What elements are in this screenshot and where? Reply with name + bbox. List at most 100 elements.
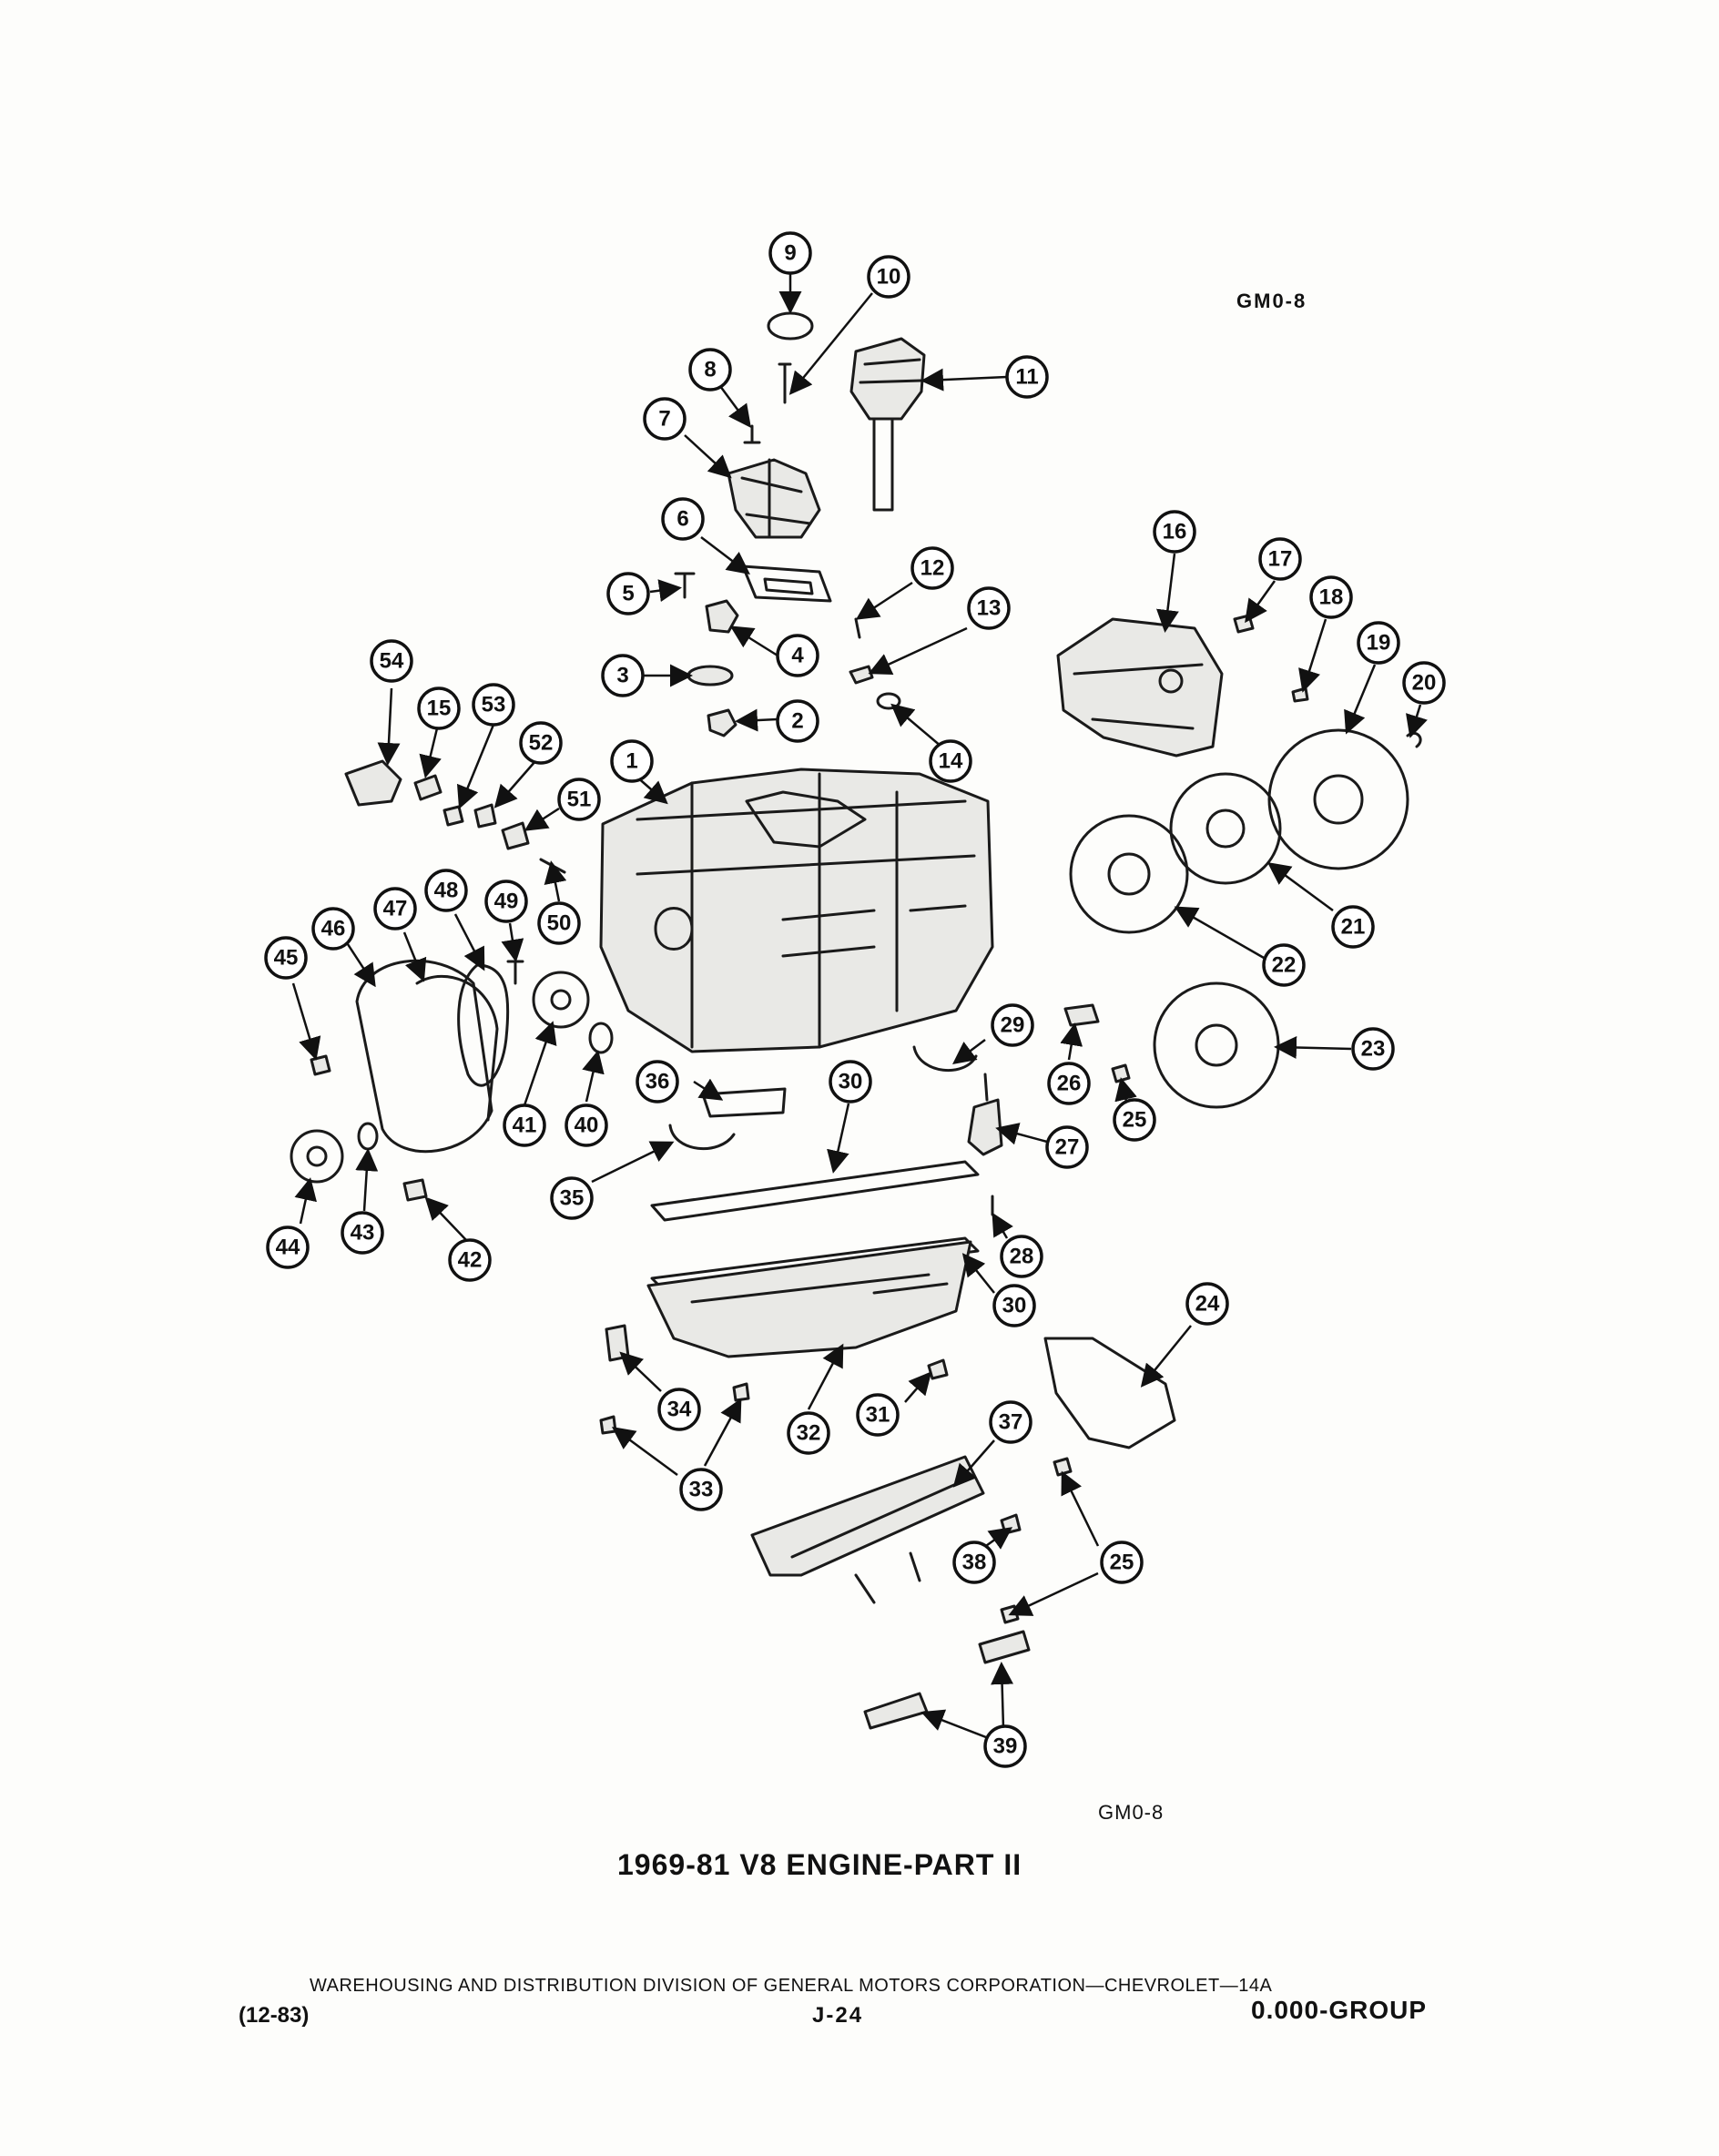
part-18	[1291, 686, 1309, 703]
part-carburetor	[727, 458, 821, 539]
svg-text:32: 32	[797, 1421, 821, 1446]
part-46	[355, 959, 493, 1154]
svg-text:9: 9	[784, 241, 796, 266]
callout-31: 31	[856, 1393, 900, 1437]
svg-text:38: 38	[962, 1551, 987, 1575]
figure-code-bottom: GM0-8	[1098, 1801, 1165, 1824]
callout-51: 51	[557, 778, 601, 821]
svg-text:17: 17	[1268, 547, 1293, 572]
callout-3: 3	[601, 654, 645, 697]
part-8	[743, 424, 761, 444]
svg-text:34: 34	[667, 1398, 692, 1422]
callout-27: 27	[1045, 1125, 1089, 1169]
callout-34: 34	[657, 1388, 701, 1431]
callout-39: 39	[983, 1724, 1027, 1768]
part-53	[442, 805, 464, 827]
svg-text:19: 19	[1367, 631, 1391, 656]
callout-50: 50	[537, 901, 581, 945]
svg-text:22: 22	[1272, 953, 1297, 978]
part-33-a	[599, 1415, 617, 1435]
part-30-upper	[650, 1160, 980, 1222]
part-34	[605, 1324, 630, 1362]
callout-17: 17	[1258, 537, 1302, 581]
svg-text:53: 53	[482, 693, 506, 717]
callout-53: 53	[472, 683, 515, 727]
footer-group: 0.000-GROUP	[1251, 1996, 1428, 2024]
svg-text:31: 31	[866, 1403, 890, 1428]
part-6	[741, 564, 832, 603]
callout-14: 14	[929, 739, 972, 783]
callout-42: 42	[448, 1238, 492, 1282]
svg-text:3: 3	[616, 664, 628, 688]
callout-41: 41	[503, 1103, 546, 1147]
svg-text:52: 52	[529, 731, 554, 756]
part-25-a	[1111, 1063, 1131, 1083]
svg-text:36: 36	[646, 1070, 670, 1094]
callout-22: 22	[1262, 943, 1306, 987]
part-21	[1169, 772, 1282, 885]
svg-text:15: 15	[427, 697, 452, 721]
part-23	[1153, 981, 1280, 1109]
callout-48: 48	[424, 869, 468, 912]
svg-text:16: 16	[1163, 520, 1187, 544]
callout-33: 33	[679, 1468, 723, 1511]
svg-text:41: 41	[513, 1114, 537, 1138]
figure-code-top: GM0-8	[1236, 290, 1307, 312]
part-19	[1267, 728, 1409, 870]
part-20	[1406, 731, 1422, 748]
svg-text:30: 30	[1002, 1294, 1027, 1318]
part-51	[501, 821, 530, 850]
svg-text:5: 5	[622, 582, 634, 606]
svg-text:11: 11	[1015, 365, 1038, 390]
svg-text:28: 28	[1010, 1245, 1034, 1269]
svg-text:30: 30	[839, 1070, 863, 1094]
svg-text:23: 23	[1361, 1037, 1386, 1062]
callout-13: 13	[967, 586, 1011, 630]
part-exhaust-manifold	[750, 1455, 985, 1604]
callout-47: 47	[373, 887, 417, 931]
part-54	[344, 759, 402, 807]
callout-6: 6	[661, 497, 705, 541]
part-25-b	[1053, 1457, 1073, 1477]
svg-text:13: 13	[977, 596, 1002, 621]
part-36	[701, 1087, 787, 1118]
callout-26: 26	[1047, 1062, 1091, 1105]
svg-text:25: 25	[1110, 1551, 1134, 1575]
figure-title: 1969-81 V8 ENGINE-PART II	[617, 1848, 1022, 1881]
part-14	[876, 692, 901, 710]
callout-2: 2	[776, 699, 819, 743]
part-52	[473, 803, 497, 829]
callout-52: 52	[519, 721, 563, 765]
callout-45: 45	[264, 936, 308, 980]
svg-text:33: 33	[689, 1478, 714, 1502]
part-26	[1063, 1003, 1100, 1027]
part-3	[687, 665, 734, 686]
callout-11: 11	[1005, 355, 1049, 399]
part-5	[674, 572, 696, 599]
part-33-b	[732, 1382, 750, 1402]
footer-division-line: WAREHOUSING AND DISTRIBUTION DIVISION OF…	[310, 1976, 1273, 1996]
callout-35: 35	[550, 1176, 594, 1220]
part-13	[849, 665, 874, 685]
footer-page-number: J-24	[812, 2003, 864, 2028]
part-31	[927, 1358, 949, 1380]
callout-10: 10	[867, 255, 910, 299]
callout-32: 32	[787, 1411, 830, 1455]
part-10	[778, 362, 792, 404]
svg-text:18: 18	[1319, 585, 1344, 610]
callout-21: 21	[1331, 905, 1375, 949]
part-42	[402, 1178, 428, 1202]
part-39-a	[978, 1630, 1031, 1664]
callout-7: 7	[643, 397, 687, 441]
callout-8: 8	[688, 348, 732, 392]
svg-text:50: 50	[547, 911, 572, 936]
svg-text:27: 27	[1055, 1135, 1080, 1160]
svg-text:8: 8	[704, 358, 716, 382]
part-27-pickup	[983, 1073, 989, 1102]
svg-text:42: 42	[458, 1248, 483, 1273]
part-9	[767, 311, 814, 341]
part-2	[707, 708, 737, 737]
svg-text:54: 54	[380, 649, 404, 674]
